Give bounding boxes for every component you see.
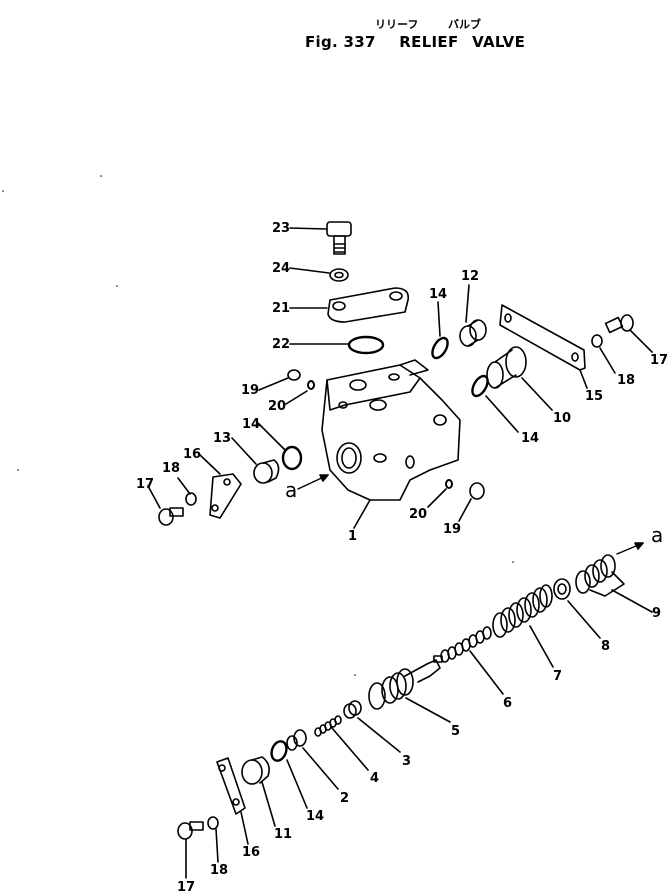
title-japanese-valve: バルブ <box>448 18 481 31</box>
callout-4: 4 <box>370 771 380 786</box>
view-marker-a-right: a <box>651 523 664 547</box>
callout-21: 21 <box>272 301 291 316</box>
callout-14: 14 <box>242 417 261 432</box>
seat-icon <box>553 578 571 600</box>
callout-20: 20 <box>268 399 287 414</box>
callout-5: 5 <box>451 724 461 739</box>
callout-23: 23 <box>272 221 291 236</box>
plug-icon <box>286 735 298 751</box>
callout-17: 17 <box>650 353 667 368</box>
piston-icon <box>368 655 443 710</box>
lock-washer-icon <box>207 816 219 830</box>
callout-14: 14 <box>429 287 448 302</box>
callout-15: 15 <box>585 389 604 404</box>
lock-washer-icon <box>591 334 603 348</box>
bolt-icon <box>326 221 352 255</box>
plug-icon <box>253 459 280 484</box>
spring-icon <box>492 584 553 638</box>
plug-icon <box>459 319 487 347</box>
callout-8: 8 <box>601 639 611 654</box>
lock-washer-icon <box>329 268 349 282</box>
cover-plate-icon <box>499 304 586 371</box>
callout-13: 13 <box>213 431 232 446</box>
plug-screw-icon <box>287 369 301 381</box>
callout-14: 14 <box>306 809 325 824</box>
callout-6: 6 <box>503 696 513 711</box>
callout-16: 16 <box>242 845 261 860</box>
spring-icon <box>314 715 342 737</box>
spring-icon <box>440 626 492 663</box>
cover-plate-icon <box>209 473 242 519</box>
callout-1: 1 <box>348 529 358 544</box>
lock-washer-icon <box>185 492 197 506</box>
callout-3: 3 <box>402 754 412 769</box>
bolt-icon <box>158 508 174 526</box>
callout-19: 19 <box>443 522 462 537</box>
callout-22: 22 <box>272 337 291 352</box>
plug-screw-icon <box>469 482 485 500</box>
poppet-icon <box>575 554 625 597</box>
callout-18: 18 <box>617 373 636 388</box>
sleeve-icon <box>486 346 527 389</box>
callout-18: 18 <box>162 461 181 476</box>
bolt-icon <box>604 314 634 334</box>
callout-11: 11 <box>274 827 293 842</box>
callout-14: 14 <box>521 431 540 446</box>
o-ring-icon <box>347 335 385 355</box>
flange-plate-icon <box>327 287 410 323</box>
callout-17: 17 <box>136 477 155 492</box>
callout-17: 17 <box>177 880 196 895</box>
callout-2: 2 <box>340 791 350 806</box>
callout-12: 12 <box>461 269 480 284</box>
callout-18: 18 <box>210 863 229 878</box>
figure-title: Fig. 337 RELIEF VALVE <box>305 33 525 51</box>
callout-19: 19 <box>241 383 260 398</box>
bolt-icon <box>177 822 193 840</box>
callout-20: 20 <box>409 507 428 522</box>
title-word-relief: RELIEF <box>399 33 459 51</box>
title-word-valve: VALVE <box>472 33 526 51</box>
view-marker-a-left: a <box>285 478 298 502</box>
callout-16: 16 <box>183 447 202 462</box>
figure-number: Fig. 337 <box>305 33 376 51</box>
valve-body-icon <box>321 359 461 501</box>
callout-24: 24 <box>272 261 291 276</box>
title-japanese-relief: リリーフ <box>375 18 419 31</box>
callout-7: 7 <box>553 669 563 684</box>
cover-plate-icon <box>216 757 246 815</box>
plug-icon <box>241 759 263 785</box>
callout-9: 9 <box>652 606 662 621</box>
callout-10: 10 <box>553 411 572 426</box>
